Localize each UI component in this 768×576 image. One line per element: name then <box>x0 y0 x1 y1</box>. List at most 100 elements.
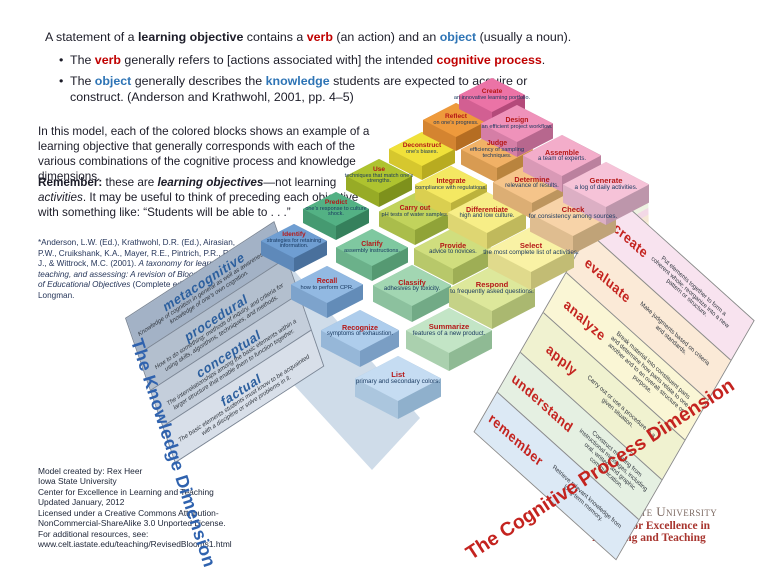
block-object: relevance of results. <box>505 183 559 190</box>
intro-line: A statement of a learning objective cont… <box>45 30 695 46</box>
block-object: compliance with regulations. <box>415 185 487 192</box>
block-object: adhesives by toxicity. <box>383 286 441 293</box>
block-verb: Select <box>519 241 543 251</box>
block-object: features of a new product. <box>412 330 486 338</box>
note-segment: these are <box>102 175 158 189</box>
block-object: an innovative learning portfolio. <box>453 94 531 101</box>
intro-segment: A statement of a <box>45 30 138 44</box>
bullet-segment: students are expected to acquire or cons… <box>70 74 528 104</box>
block-object: one’s response to culture shock. <box>305 205 367 218</box>
block-verb: Deconstruct <box>402 141 442 149</box>
intro-block: A statement of a learning objective cont… <box>45 30 695 111</box>
bullet-object: The object generally describes the knowl… <box>59 74 550 105</box>
citation-title: A taxonomy for learning, teaching, and a… <box>38 259 246 290</box>
block-object: the most complete list of activities. <box>483 249 579 257</box>
block-object: a team of experts. <box>537 156 587 163</box>
block-verb: Carry out <box>399 204 431 212</box>
intro-segment: contains a <box>243 30 307 44</box>
credits-line: NonCommercial-ShareAlike 3.0 Unported Li… <box>38 518 226 529</box>
block-verb: List <box>391 370 405 380</box>
credits-line: For additional resources, see: <box>38 528 149 539</box>
block-verb: Integrate <box>436 177 466 185</box>
credits-line: Center for Excellence in Learning and Te… <box>38 486 214 497</box>
bullet-segment: The <box>70 52 95 67</box>
note-segment: —not learning <box>263 175 337 189</box>
bullet-segment: . <box>541 52 546 67</box>
intro-bullets: The verb generally refers to [actions as… <box>45 53 695 106</box>
block-verb: Determine <box>514 174 550 184</box>
bullet-segment: generally describes the <box>131 74 266 88</box>
bullet-segment: generally refers to [actions associated … <box>120 52 437 67</box>
intro-segment: (usually a noun). <box>476 30 572 44</box>
block-verb: Create <box>481 87 503 95</box>
note-segment: Remember: <box>38 175 103 189</box>
note-segment: . It may be useful to think of preceding… <box>38 190 359 220</box>
block-object: primary and secondary colors. <box>355 378 441 386</box>
resource-url[interactable]: www.celt.iastate.edu/teaching/RevisedBlo… <box>38 538 232 549</box>
block-verb: Provide <box>439 240 467 250</box>
block-object: assembly instructions. <box>344 248 400 255</box>
block-object: on one’s progress. <box>433 119 479 126</box>
intro-segment: (an action) and an <box>332 30 440 44</box>
block-verb: Summarize <box>428 322 470 332</box>
block-object: to frequently asked questions. <box>450 288 534 296</box>
bullet-segment: object <box>94 74 132 88</box>
credits-line: Licensed under a Creative Commons Attrib… <box>38 507 219 518</box>
intro-segment: learning objective <box>137 30 244 44</box>
bullet-segment: verb <box>94 52 121 67</box>
block-verb: Classify <box>398 277 426 287</box>
block-verb: Use <box>372 165 386 173</box>
block-object: how to perform CPR. <box>300 285 354 292</box>
model-description: In this model, each of the colored block… <box>38 124 370 184</box>
bullet-segment: The <box>70 74 95 88</box>
block-verb: Identify <box>282 230 306 238</box>
remember-note: Remember: these are learning objectives—… <box>38 175 380 221</box>
block-verb: Predict <box>324 198 348 206</box>
block-verb: Recognize <box>342 322 378 332</box>
bullet-verb: The verb generally refers to [actions as… <box>59 53 550 69</box>
intro-segment: object <box>439 30 477 44</box>
block-verb: Clarify <box>361 240 383 248</box>
credits: Model created by: Rex Heer Iowa State Un… <box>38 466 232 549</box>
block-verb: Design <box>505 116 529 124</box>
bullet-segment: cognitive process <box>436 52 542 67</box>
